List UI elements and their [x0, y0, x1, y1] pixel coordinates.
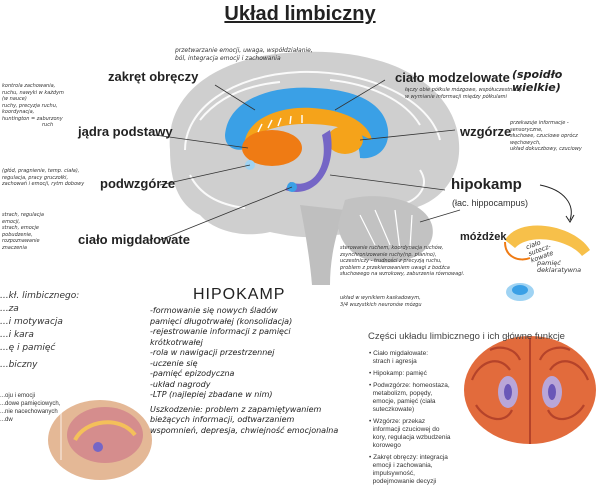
cerebellum-folds: [359, 209, 413, 251]
bullet-cingulate: • Zakręt obręczy: integracja emocji i za…: [369, 454, 448, 485]
note-cerebellum: sterowanie ruchem, koordynacja ruchów,zs…: [340, 245, 465, 277]
note-left-hypothalamus: (głód, pragnienie, temp. ciała),regulacj…: [2, 168, 85, 187]
corpus-callosum-shape: [245, 107, 372, 140]
right-panel-bullets: • Ciało migdałowate: strach i agresja • …: [369, 350, 469, 486]
label-hippocampus: hipokamp: [451, 176, 522, 193]
label-spoidlo: (spoidło wielkie): [512, 68, 563, 94]
small-hippocampus-drawing: [504, 225, 590, 301]
basal-ganglia-shape: [242, 130, 302, 166]
hippocampus-shape: [285, 130, 332, 192]
label-basal-ganglia: jądra podstawy: [78, 124, 173, 139]
note-left-basal: kontrola zachowania,ruchu, nawyki w każd…: [2, 83, 64, 128]
label-corpus-callosum: ciało modzelowate: [395, 70, 510, 85]
bullet-hypothalamus: • Podwzgórze: homeostaza, metabolizm, po…: [369, 382, 450, 413]
label-cingulate: zakręt obręczy: [108, 69, 199, 84]
label-thalamus: wzgórze: [460, 124, 512, 139]
label-hippocampus-latin: (łac. hippocampus): [452, 198, 529, 208]
hipokamp-card-list: -formowanie się nowych śladów pamięci dł…: [150, 306, 339, 435]
note-cerebellum-2: układ w wynikiem kaskadowym,3/4 wszystki…: [340, 295, 422, 308]
bullet-thalamus: • Wzgórze: przekaz informacji czuciowej …: [369, 418, 451, 449]
right-panel-title: Części układu limbicznego i ich główne f…: [368, 331, 565, 342]
label-cerebellum: móżdżek: [460, 231, 507, 243]
fornix-ridges: [257, 115, 303, 133]
thalamus-shape: [327, 126, 363, 154]
left-partial-list: ...kł. limbicznego: ...za ...i motywacja…: [0, 291, 80, 370]
left-partial-sub-list: ...oju i emocji ...dowe pamięciowych, ..…: [0, 393, 61, 423]
label-amygdala: ciało migdałowate: [78, 232, 190, 247]
note-cingulate: przetwarzanie emocji, uwaga, współdziała…: [175, 47, 313, 62]
leader-lines: [154, 79, 461, 241]
head-sagittal-illustration: [48, 400, 152, 480]
left-partial-heading: ...kł. limbicznego:: [0, 291, 80, 301]
pointer-arrow: [539, 184, 572, 221]
hipokamp-card-title: HIPOKAMP: [193, 286, 286, 303]
label-hypothalamus: podwzgórze: [100, 176, 176, 191]
bullet-amygdala: • Ciało migdałowate: strach i agresja: [369, 350, 429, 365]
cingulate-gyrus-shape: [225, 87, 389, 159]
note-thalamus: przekazuje informacje - sensoryczne,słuc…: [510, 120, 582, 152]
note-corpus-callosum: łączy obie półkule mózgowe, współuczestn…: [405, 87, 523, 100]
bullet-hippocampus: • Hipokamp: pamięć: [369, 370, 427, 377]
page-title: Układ limbiczny: [224, 3, 376, 25]
cortex-folds: [184, 70, 441, 209]
cerebrum-shape: [169, 51, 460, 238]
coronal-brain-illustration: [464, 336, 596, 444]
cerebellum-shape: [338, 196, 433, 263]
hipokamp-damage: Uszkodzenie: problem z zapamiętywaniem: [150, 404, 322, 414]
brain-stem: [300, 205, 345, 285]
